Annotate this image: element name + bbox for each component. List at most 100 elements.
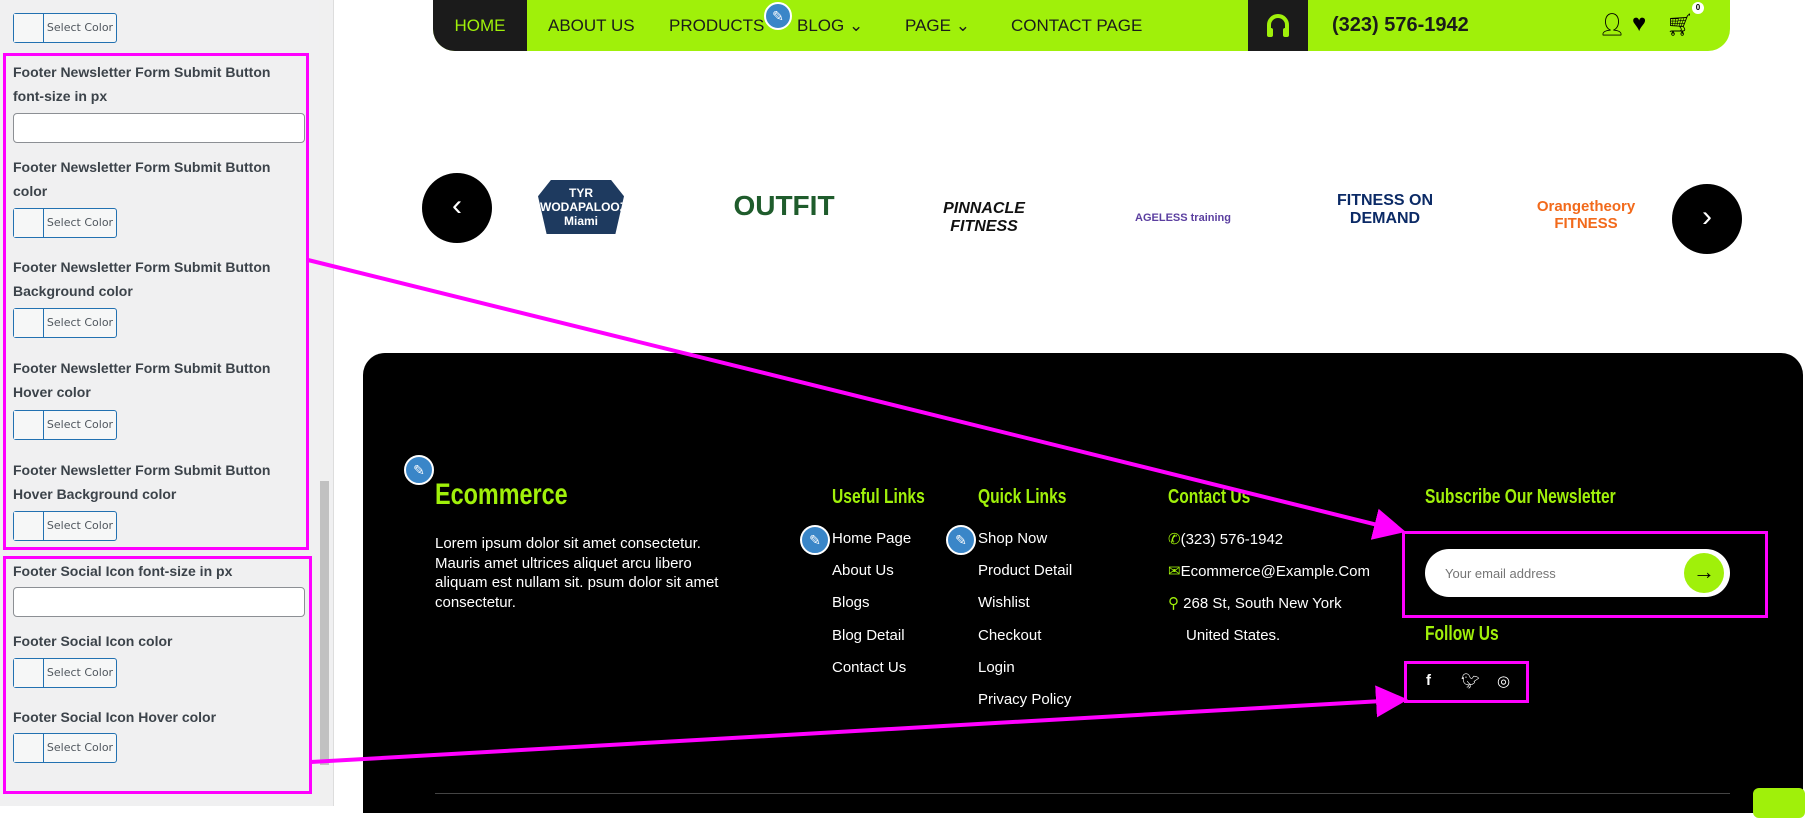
footer-link[interactable]: Product Detail — [978, 562, 1073, 579]
footer-link[interactable]: Home Page — [832, 530, 912, 547]
brand-logo: OUTFIT — [733, 190, 835, 221]
newsletter-title: Subscribe Our Newsletter — [1425, 486, 1616, 508]
select-color-button[interactable]: Select Color — [13, 410, 117, 440]
nav-home[interactable]: HOME — [433, 0, 527, 51]
user-icon[interactable]: 👤︎ — [1598, 12, 1626, 37]
arrow-right-icon: → — [1693, 559, 1715, 584]
footer-link[interactable]: Contact Us — [832, 659, 907, 676]
carousel-next-button[interactable]: › — [1672, 184, 1742, 254]
facebook-icon[interactable]: f — [1426, 672, 1431, 689]
footer-link[interactable]: Blogs — [832, 594, 870, 611]
follow-title: Follow Us — [1425, 623, 1499, 645]
edit-pencil-icon[interactable]: ✎ — [764, 2, 792, 30]
select-color-label: Select Color — [46, 741, 114, 754]
cart-count-badge: 0 — [1692, 2, 1704, 14]
color-swatch — [14, 659, 44, 687]
setting-label: Footer Newsletter Form Submit Button Bac… — [13, 259, 271, 299]
edit-pencil-icon[interactable]: ✎ — [404, 455, 434, 485]
color-swatch — [14, 209, 44, 237]
color-swatch — [14, 14, 44, 42]
select-color-label: Select Color — [46, 316, 114, 329]
contact-email[interactable]: ✉Ecommerce@Example.Com — [1168, 562, 1370, 580]
footer-brand: Ecommerce — [435, 478, 568, 511]
select-color-button[interactable]: Select Color — [13, 13, 117, 43]
nav-about[interactable]: ABOUT US — [548, 16, 635, 35]
customizer-sidebar: Select Color Footer Newsletter Form Subm… — [0, 0, 334, 806]
brand-logo: Orangetheory FITNESS — [1536, 198, 1636, 232]
phone-icon: ✆ — [1168, 531, 1181, 548]
color-swatch — [14, 309, 44, 337]
setting-label: Footer Newsletter Form Submit Button fon… — [13, 64, 271, 104]
twitter-icon[interactable]: 🐦︎ — [1461, 673, 1481, 690]
quick-links-title: Quick Links — [978, 486, 1067, 508]
nav-page-label: PAGE — [905, 16, 951, 35]
setting-label: Footer Newsletter Form Submit Button Hov… — [13, 462, 271, 502]
address-line: United States. — [1186, 627, 1281, 644]
setting-label: Footer Social Icon Hover color — [13, 709, 217, 725]
newsletter-submit-button[interactable]: → — [1684, 553, 1724, 593]
nav-products[interactable]: PRODUCTS — [669, 16, 765, 35]
sidebar-scrollbar[interactable] — [319, 0, 330, 806]
contact-email-text: Ecommerce@Example.Com — [1180, 563, 1371, 580]
contact-title: Contact Us — [1168, 486, 1251, 508]
envelope-icon: ✉ — [1168, 563, 1181, 580]
brand-logo: PINNACLE FITNESS — [943, 200, 1025, 235]
social-icon-font-size-input[interactable] — [13, 587, 305, 617]
select-color-button[interactable]: Select Color — [13, 733, 117, 763]
select-color-button[interactable]: Select Color — [13, 208, 117, 238]
footer-link[interactable]: Blog Detail — [832, 627, 905, 644]
contact-phone-text: (323) 576-1942 — [1180, 531, 1284, 548]
instagram-icon[interactable]: ◎ — [1497, 673, 1511, 690]
setting-label: Footer Social Icon font-size in px — [13, 563, 233, 579]
footer-link[interactable]: Privacy Policy — [978, 691, 1072, 708]
edit-pencil-icon[interactable]: ✎ — [800, 525, 830, 555]
carousel-prev-button[interactable]: ‹ — [422, 173, 492, 243]
useful-links-title: Useful Links — [832, 486, 925, 508]
annotation-box-newsletter — [1402, 531, 1768, 618]
select-color-label: Select Color — [46, 666, 114, 679]
select-color-button[interactable]: Select Color — [13, 658, 117, 688]
footer-link[interactable]: Wishlist — [978, 594, 1030, 611]
address-line: 268 St, South New York — [1183, 595, 1342, 612]
color-swatch — [14, 512, 44, 540]
brand-logo: FITNESS ON DEMAND — [1336, 192, 1433, 227]
nav-blog-label: BLOG — [797, 16, 845, 35]
annotation-box-social — [1404, 661, 1529, 703]
main-nav: HOME ABOUT US PRODUCTS BLOG ⌄ PAGE ⌄ CON… — [433, 0, 1730, 51]
chevron-down-icon: ⌄ — [955, 16, 970, 35]
edit-pencil-icon[interactable]: ✎ — [946, 525, 976, 555]
footer-link[interactable]: About Us — [832, 562, 894, 579]
select-color-label: Select Color — [46, 21, 114, 34]
nav-contact[interactable]: CONTACT PAGE — [1011, 16, 1143, 35]
annotation-box-newsletter-settings — [3, 53, 309, 550]
annotation-box-social-settings — [3, 556, 312, 794]
footer-link[interactable]: Login — [978, 659, 1015, 676]
nav-blog[interactable]: BLOG ⌄ — [797, 0, 863, 51]
map-pin-icon: ⚲ — [1168, 595, 1179, 612]
heart-icon[interactable]: ♥ — [1632, 10, 1647, 37]
header-phone[interactable]: (323) 576-1942 — [1332, 14, 1469, 36]
setting-label: Footer Newsletter Form Submit Button Hov… — [13, 360, 271, 400]
select-color-button[interactable]: Select Color — [13, 511, 117, 541]
nav-page[interactable]: PAGE ⌄ — [905, 0, 970, 51]
select-color-label: Select Color — [46, 418, 114, 431]
color-swatch — [14, 734, 44, 762]
contact-address: ⚲ 268 St, South New York — [1168, 594, 1342, 612]
footer-divider — [435, 793, 1730, 794]
contact-phone[interactable]: ✆(323) 576-1942 — [1168, 530, 1283, 548]
setting-label: Footer Newsletter Form Submit Button col… — [13, 159, 271, 199]
scrollbar-thumb[interactable] — [320, 481, 329, 765]
newsletter-email-input[interactable] — [1445, 561, 1665, 585]
newsletter-button-font-size-input[interactable] — [13, 113, 305, 143]
newsletter-form: → — [1425, 549, 1730, 597]
footer-link[interactable]: Shop Now — [978, 530, 1048, 547]
chevron-down-icon: ⌄ — [848, 16, 864, 35]
color-swatch — [14, 411, 44, 439]
brand-logo: AGELESS training — [1135, 212, 1231, 224]
select-color-label: Select Color — [46, 216, 114, 229]
headphones-icon — [1248, 0, 1308, 51]
cart-icon[interactable]: 🛒︎ — [1666, 12, 1690, 37]
select-color-button[interactable]: Select Color — [13, 308, 117, 338]
footer-link[interactable]: Checkout — [978, 627, 1042, 644]
